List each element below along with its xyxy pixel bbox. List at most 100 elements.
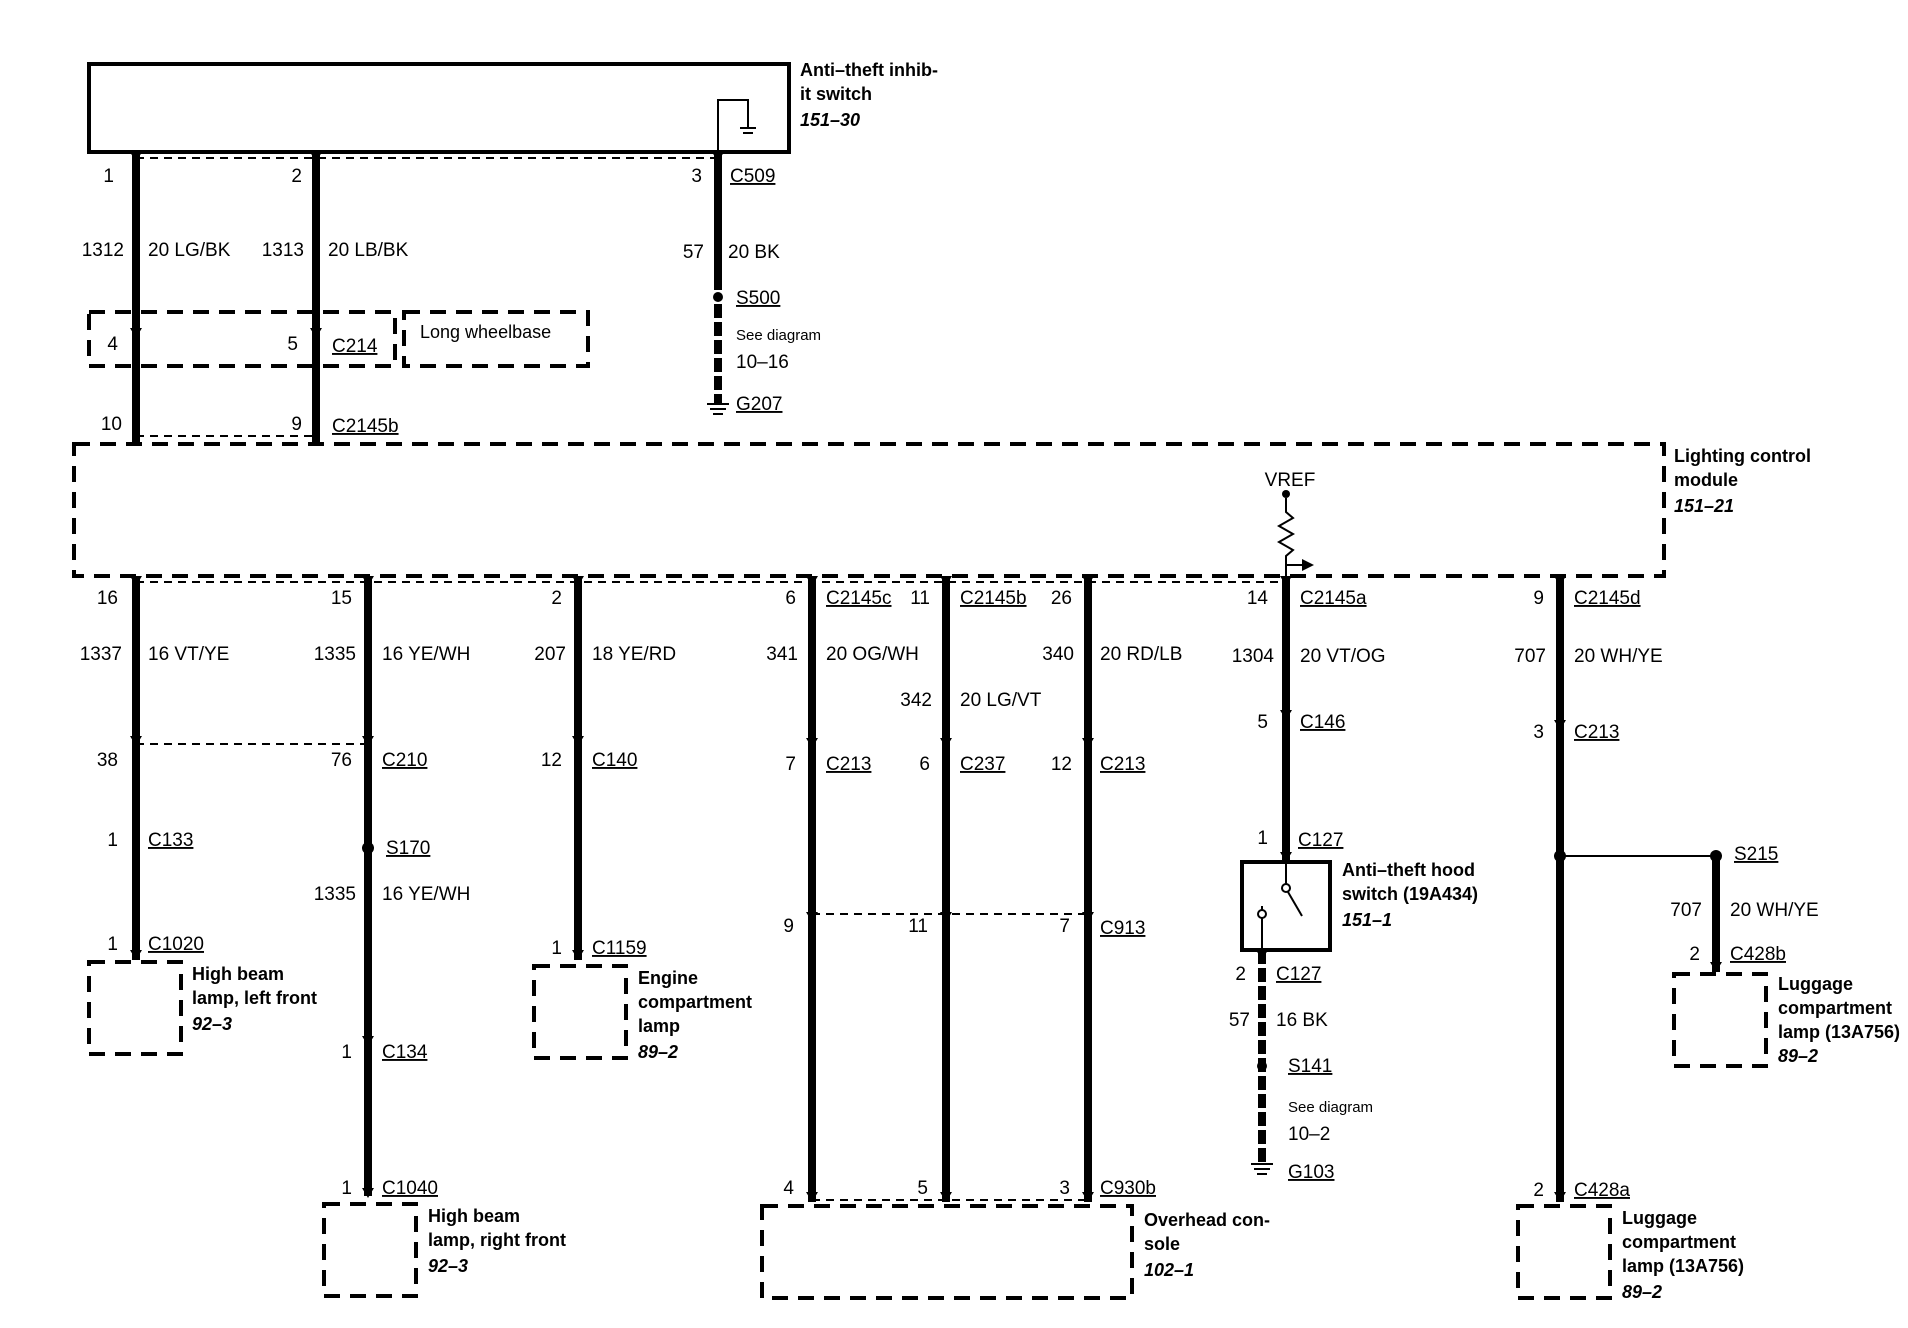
circuit-number: 1337 bbox=[80, 644, 122, 665]
connector-c913: C913 bbox=[1100, 918, 1145, 939]
ground-g207: G207 bbox=[736, 394, 782, 415]
wire-spec: 20 RD/LB bbox=[1100, 644, 1182, 665]
high-beam-right-box bbox=[322, 1202, 418, 1298]
connector-c930b: C930b bbox=[1100, 1178, 1156, 1199]
connector-c2145a: C2145a bbox=[1300, 588, 1367, 609]
pin-label: 1 bbox=[103, 166, 114, 187]
wire-spec: 20 VT/OG bbox=[1300, 646, 1386, 667]
wire-spec: 20 LG/BK bbox=[148, 240, 231, 261]
high-beam-left-ref: 92–3 bbox=[192, 1014, 232, 1034]
circuit-number: 707 bbox=[1670, 900, 1702, 921]
hood-switch-label-1: Anti–theft hood bbox=[1342, 860, 1475, 880]
connector-c134: C134 bbox=[382, 1042, 428, 1063]
connector-c213: C213 bbox=[826, 754, 871, 775]
engine-lamp-label-3: lamp bbox=[638, 1016, 680, 1036]
overhead-console-label-1: Overhead con- bbox=[1144, 1210, 1270, 1230]
high-beam-right-ref: 92–3 bbox=[428, 1256, 468, 1276]
hood-switch-ref: 151–1 bbox=[1342, 910, 1392, 930]
wire-spec: 16 YE/WH bbox=[382, 884, 470, 905]
hood-switch bbox=[1240, 860, 1332, 1164]
wire-spec: 18 YE/RD bbox=[592, 644, 676, 665]
pin-label: 7 bbox=[785, 754, 796, 775]
circuit-number: 57 bbox=[683, 242, 704, 263]
inhibit-switch-label-1: Anti–theft inhib- bbox=[800, 60, 938, 80]
connector-c214: C214 bbox=[332, 336, 378, 357]
wire-spec: 20 OG/WH bbox=[826, 644, 919, 665]
pin-label: 1 bbox=[1257, 828, 1268, 849]
pin-label: 3 bbox=[1059, 1178, 1070, 1199]
pin-label: 5 bbox=[1257, 712, 1268, 733]
see-diagram-ref: 10–2 bbox=[1288, 1124, 1330, 1145]
circuit-number: 1312 bbox=[82, 240, 124, 261]
circuit-number: 1304 bbox=[1232, 646, 1275, 667]
long-wheelbase-label: Long wheelbase bbox=[420, 322, 551, 342]
splice-s500 bbox=[713, 292, 723, 302]
luggage-lamp-lower-label-1: Luggage bbox=[1622, 1208, 1697, 1228]
high-beam-left-label-2: lamp, left front bbox=[192, 988, 317, 1008]
luggage-lamp-upper-label-2: compartment bbox=[1778, 998, 1892, 1018]
pin-label: 15 bbox=[331, 588, 352, 609]
circuit-number: 1335 bbox=[314, 884, 356, 905]
pin-label: 38 bbox=[97, 750, 118, 771]
pin-label: 76 bbox=[331, 750, 352, 771]
ground-g103: G103 bbox=[1288, 1162, 1334, 1183]
connector-c1040: C1040 bbox=[382, 1178, 438, 1199]
see-diagram-label: See diagram bbox=[1288, 1099, 1373, 1116]
circuit-number: 341 bbox=[766, 644, 798, 665]
pin-label: 9 bbox=[1533, 588, 1544, 609]
pin-label: 5 bbox=[287, 334, 298, 355]
pin-label: 12 bbox=[1051, 754, 1072, 775]
connector-c127-bottom: C127 bbox=[1276, 964, 1321, 985]
circuit-number: 1313 bbox=[262, 240, 304, 261]
pin-label: 9 bbox=[291, 414, 302, 435]
luggage-lamp-lower-box bbox=[1516, 1204, 1612, 1300]
connector-c2145b-top: C2145b bbox=[332, 416, 399, 437]
pin-label: 1 bbox=[341, 1178, 352, 1199]
splice-s170-label: S170 bbox=[386, 838, 430, 859]
pin-label: 4 bbox=[107, 334, 118, 355]
connector-c133: C133 bbox=[148, 830, 193, 851]
pin-label: 14 bbox=[1247, 588, 1269, 609]
connector-c237: C237 bbox=[960, 754, 1005, 775]
pin-label: 2 bbox=[551, 588, 562, 609]
luggage-lamp-lower-label-2: compartment bbox=[1622, 1232, 1736, 1252]
connector-c2145b-bottom: C2145b bbox=[960, 588, 1027, 609]
see-diagram-ref: 10–16 bbox=[736, 352, 789, 373]
connector-c428b: C428b bbox=[1730, 944, 1786, 965]
pin-label: 6 bbox=[785, 588, 796, 609]
connector-c2145c: C2145c bbox=[826, 588, 892, 609]
pin-label: 10 bbox=[101, 414, 122, 435]
see-diagram-label: See diagram bbox=[736, 327, 821, 344]
wire-spec: 20 WH/YE bbox=[1574, 646, 1663, 667]
long-wheelbase-box bbox=[402, 310, 590, 368]
lcm-ref: 151–21 bbox=[1674, 496, 1734, 516]
hood-switch-label-2: switch (19A434) bbox=[1342, 884, 1478, 904]
overhead-console-ref: 102–1 bbox=[1144, 1260, 1194, 1280]
pin-label: 2 bbox=[1235, 964, 1246, 985]
inhibit-switch-ref: 151–30 bbox=[800, 110, 860, 130]
connector-c1159: C1159 bbox=[592, 938, 647, 959]
pin-label: 1 bbox=[341, 1042, 352, 1063]
pin-label: 9 bbox=[783, 916, 794, 937]
pin-label: 1 bbox=[107, 934, 118, 955]
circuit-number: 342 bbox=[900, 690, 932, 711]
wire-spec: 16 YE/WH bbox=[382, 644, 470, 665]
pin-label: 2 bbox=[291, 166, 302, 187]
connector-c1020: C1020 bbox=[148, 934, 204, 955]
luggage-lamp-lower-label-3: lamp (13A756) bbox=[1622, 1256, 1744, 1276]
engine-lamp-label-2: compartment bbox=[638, 992, 752, 1012]
pin-label: 2 bbox=[1533, 1180, 1544, 1201]
pin-label: 4 bbox=[783, 1178, 794, 1199]
circuit-number: 340 bbox=[1042, 644, 1074, 665]
pin-label: 3 bbox=[1533, 722, 1544, 743]
pin-label: 11 bbox=[910, 588, 930, 609]
lcm-label-2: module bbox=[1674, 470, 1738, 490]
pin-label: 7 bbox=[1059, 916, 1070, 937]
splice-s500-label: S500 bbox=[736, 288, 780, 309]
luggage-lamp-upper-ref: 89–2 bbox=[1778, 1046, 1818, 1066]
overhead-console-box bbox=[760, 1204, 1134, 1300]
inhibit-switch-label-2: it switch bbox=[800, 84, 872, 104]
pin-label: 1 bbox=[107, 830, 118, 851]
circuit-number: 57 bbox=[1229, 1010, 1250, 1031]
engine-lamp-ref: 89–2 bbox=[638, 1042, 678, 1062]
